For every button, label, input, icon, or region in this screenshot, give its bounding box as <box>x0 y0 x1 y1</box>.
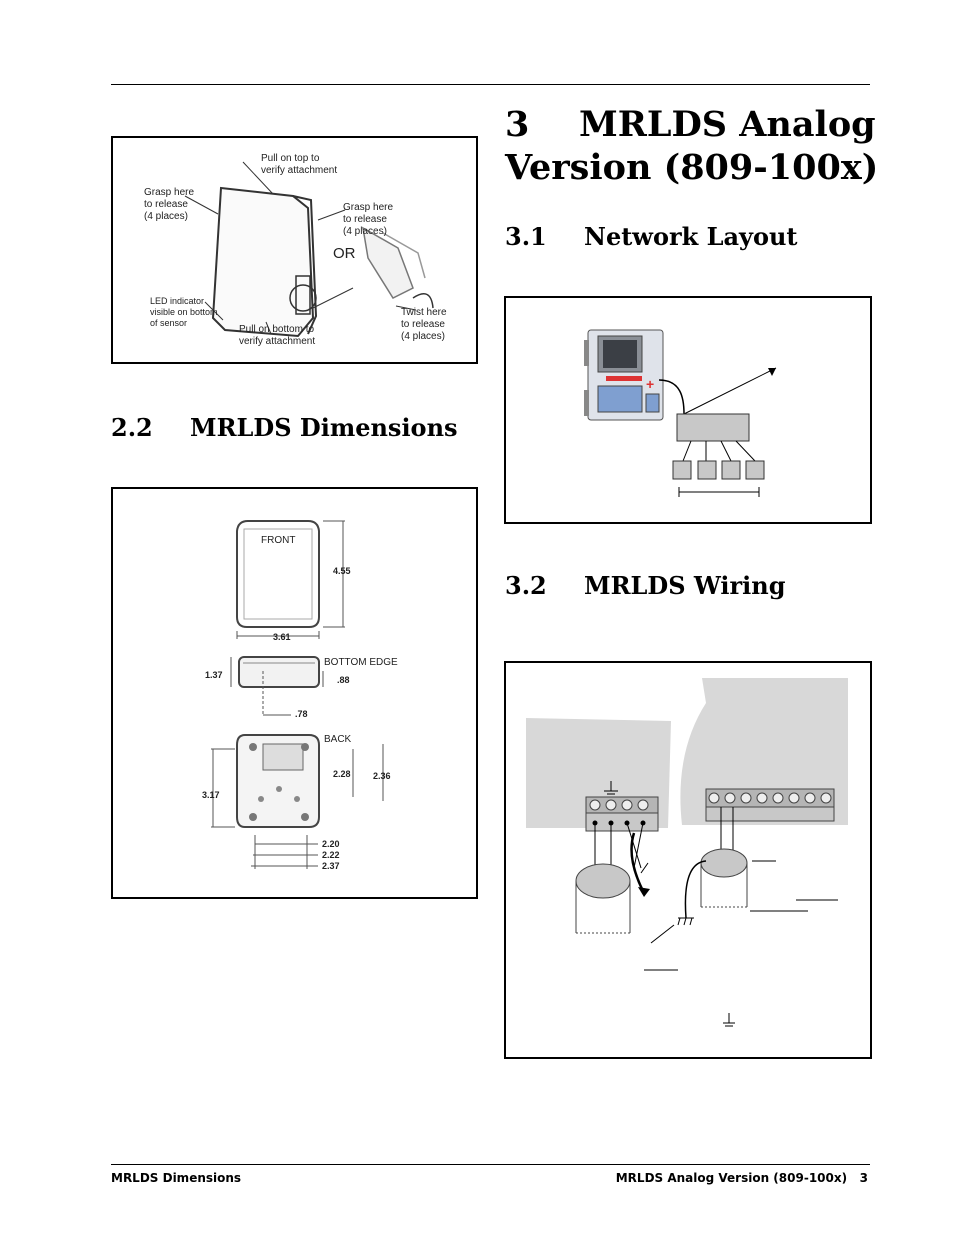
section-number: 2.2 <box>111 413 153 442</box>
page-number: 3 <box>859 1171 868 1185</box>
back-inner-dim-2: 2.36 <box>373 771 391 781</box>
edge-height-dim: 1.37 <box>205 670 223 680</box>
back-inner-dim-1: 2.28 <box>333 769 351 779</box>
grasp-left-line-1: Grasp here <box>144 187 194 198</box>
section-heading-network-layout: 3.1 Network Layout <box>505 222 798 251</box>
attachment-illustration: Pull on top to verify attachment Grasp h… <box>144 153 447 347</box>
network-layout-figure: + <box>504 296 872 524</box>
grasp-left-line-3: (4 places) <box>144 211 188 222</box>
section-title: Network Layout <box>584 222 798 251</box>
or-label: OR <box>333 245 356 262</box>
bottom-edge-label: BOTTOM EDGE <box>324 657 398 668</box>
led-line-3: of sensor <box>150 318 187 328</box>
edge-depth-dim: .88 <box>337 675 350 685</box>
twist-line-2: to release <box>401 319 445 330</box>
grasp-right-line-1: Grasp here <box>343 202 393 213</box>
chapter-number: 3 <box>505 104 530 145</box>
dimensions-drawing: FRONT 4.55 3.61 BOTTOM EDGE 1.37 .88 .78… <box>202 520 398 871</box>
footer-left: MRLDS Dimensions <box>111 1171 242 1185</box>
wiring-diagram <box>526 678 848 1027</box>
led-line-2: visible on bottom <box>150 307 218 317</box>
section-title: MRLDS Dimensions <box>190 413 458 442</box>
edge-offset-dim: .78 <box>295 709 308 719</box>
chapter-title: MRLDS Analog Version (809-100x) <box>505 104 879 188</box>
section-number: 3.2 <box>505 571 547 600</box>
attachment-figure: Pull on top to verify attachment Grasp h… <box>111 136 478 364</box>
twist-line-1: Twist here <box>401 307 447 318</box>
section-title: MRLDS Wiring <box>584 571 786 600</box>
back-label: BACK <box>324 734 352 745</box>
footer-right: MRLDS Analog Version (809-100x) 3 <box>616 1171 868 1185</box>
svg-text:+: + <box>646 376 654 392</box>
front-height-dim: 4.55 <box>333 566 351 576</box>
dimensions-figure: FRONT 4.55 3.61 BOTTOM EDGE 1.37 .88 .78… <box>111 487 478 899</box>
section-number: 3.1 <box>505 222 547 251</box>
back-height-dim: 3.17 <box>202 790 220 800</box>
back-width-dim-2: 2.22 <box>322 850 340 860</box>
grasp-right-line-2: to release <box>343 214 387 225</box>
front-width-dim: 3.61 <box>273 632 291 642</box>
section-heading-mrlds-dimensions: 2.2 MRLDS Dimensions <box>111 413 458 442</box>
network-layout-diagram: + <box>584 329 777 497</box>
footer-title: MRLDS Analog Version (809-100x) <box>615 1171 848 1185</box>
pull-top-line-1: Pull on top to <box>261 153 320 164</box>
wiring-figure <box>504 661 872 1059</box>
pull-bottom-line-2: verify attachment <box>239 336 315 347</box>
back-width-dim-3: 2.37 <box>322 861 340 871</box>
footer-rule <box>111 1164 870 1165</box>
grasp-right-line-3: (4 places) <box>343 226 387 237</box>
pull-top-line-2: verify attachment <box>261 165 337 176</box>
led-line-1: LED indicator <box>150 296 204 306</box>
section-heading-mrlds-wiring: 3.2 MRLDS Wiring <box>505 571 786 600</box>
header-rule <box>111 84 870 85</box>
pull-bottom-line-1: Pull on bottom to <box>239 324 314 335</box>
grasp-left-line-2: to release <box>144 199 188 210</box>
front-label: FRONT <box>261 535 295 546</box>
back-width-dim-1: 2.20 <box>322 839 340 849</box>
twist-line-3: (4 places) <box>401 331 445 342</box>
